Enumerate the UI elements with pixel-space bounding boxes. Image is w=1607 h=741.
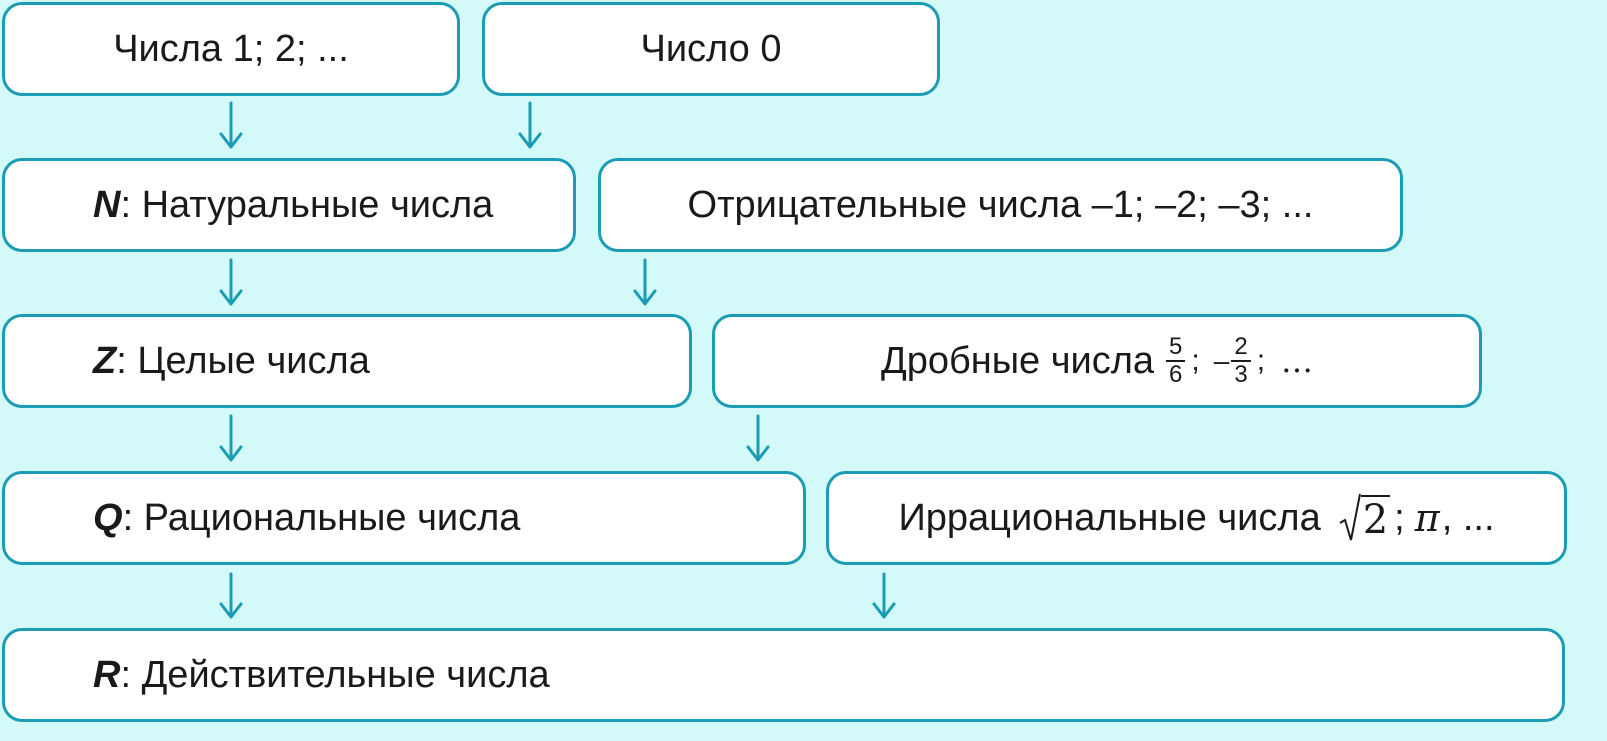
fraction-two-thirds: 2 3 (1231, 334, 1251, 388)
arrow-numbers-to-natural (219, 101, 243, 149)
box-irrational-numbers: Иррациональные числа 2 ; π , ... (826, 471, 1567, 565)
rational-label: : Рациональные числа (122, 496, 521, 539)
fraction-ellipsis: … (1281, 342, 1314, 380)
arrow-negative-to-integer (633, 258, 657, 306)
arrow-zero-to-integer (518, 101, 542, 149)
box-rational-numbers: Q: Рациональные числа (2, 471, 806, 565)
box-negative-numbers: Отрицательные числа –1; –2; –3; ... (598, 158, 1403, 252)
real-set-symbol: R (93, 653, 121, 696)
minus-sign: – (1213, 345, 1230, 376)
box-numbers-1-2: Числа 1; 2; ... (2, 2, 460, 96)
natural-set-symbol: N (93, 183, 121, 226)
arrow-rational-to-real (219, 572, 243, 619)
negative-label: Отрицательные числа –1; –2; –3; ... (687, 183, 1314, 226)
fractional-label: Дробные числа (880, 339, 1155, 382)
box-numbers-1-2-label: Числа 1; 2; ... (113, 27, 349, 70)
box-integer-numbers: Z: Целые числа (2, 314, 692, 408)
natural-label: : Натуральные числа (120, 183, 494, 226)
box-zero: Число 0 (482, 2, 940, 96)
box-zero-label: Число 0 (640, 27, 782, 70)
arrow-natural-to-integer (219, 258, 243, 306)
rational-set-symbol: Q (93, 496, 123, 539)
fraction-five-sixths: 5 6 (1166, 334, 1186, 388)
radicand: 2 (1360, 495, 1391, 543)
fraction-1-denominator: 6 (1169, 361, 1183, 388)
arrow-fractional-to-rational (746, 414, 770, 462)
fraction-1-numerator: 5 (1166, 334, 1186, 362)
integer-label: : Целые числа (116, 339, 370, 382)
arrow-irrational-to-real (872, 572, 896, 619)
arrow-integer-to-rational (219, 414, 243, 462)
fraction-2-numerator: 2 (1231, 334, 1251, 362)
irrational-label: Иррациональные числа (898, 496, 1321, 539)
irrational-separator: ; (1394, 496, 1405, 539)
irrational-tail: , ... (1441, 496, 1495, 539)
fraction-separator: ; (1191, 344, 1200, 377)
radical-sign-icon (1339, 493, 1361, 541)
box-fractional-numbers: Дробные числа 5 6 ; – 2 3 ; … (712, 314, 1482, 408)
real-label: : Действительные числа (120, 653, 550, 696)
fraction-separator-2: ; (1256, 344, 1266, 377)
box-natural-numbers: N: Натуральные числа (2, 158, 576, 252)
pi-symbol: π (1414, 496, 1440, 540)
square-root-of-two: 2 (1339, 493, 1391, 543)
integer-set-symbol: Z (93, 339, 117, 382)
fraction-2-denominator: 3 (1234, 361, 1248, 388)
box-real-numbers: R: Действительные числа (2, 628, 1565, 722)
